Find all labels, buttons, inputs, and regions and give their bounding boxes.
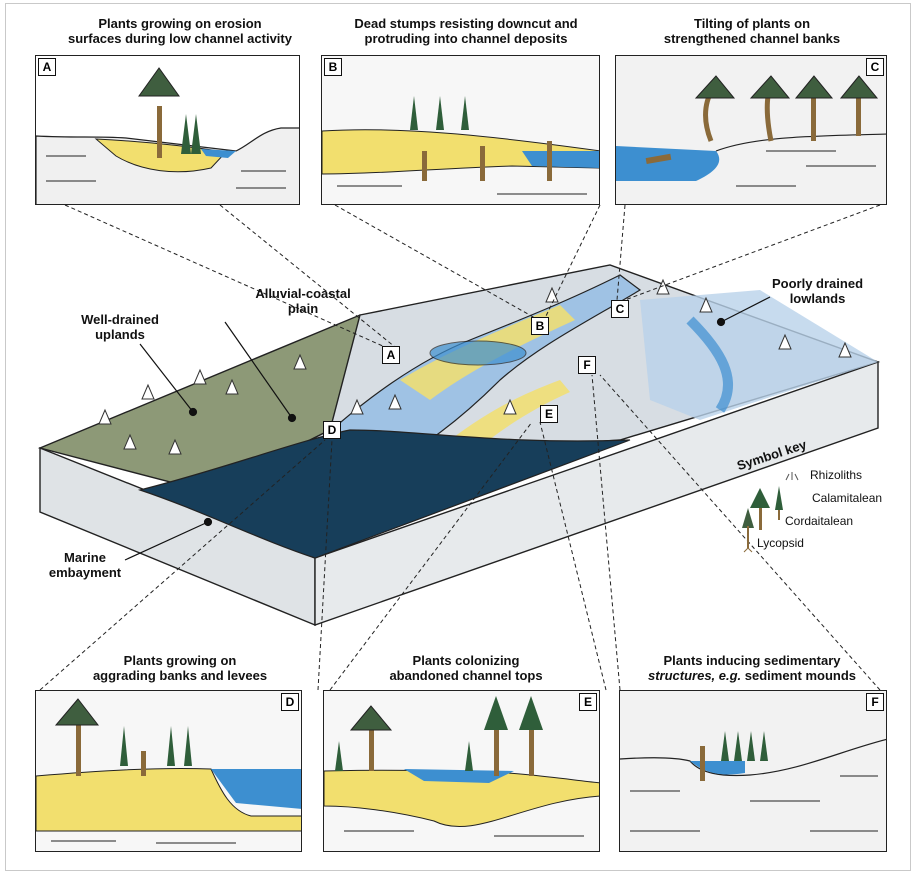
symbol-key-cordaitalean: Cordaitalean	[785, 514, 854, 528]
panel-e-title: Plants colonizing abandoned channel tops	[331, 653, 601, 683]
panel-f-title: Plants inducing sedimentary structures, …	[612, 653, 892, 683]
marine-line1: Marine	[64, 550, 106, 565]
poorly-drained-lowlands-label: Poorly drained lowlands	[755, 276, 880, 306]
panel-e: E	[323, 690, 600, 852]
panel-d-title-line1: Plants growing on	[123, 653, 237, 668]
alluvial-line1: Alluvial-coastal	[255, 286, 351, 301]
panel-a-title-line2: surfaces during low channel activity	[68, 31, 292, 46]
alluvial-line2: plain	[287, 301, 319, 316]
map-tag-d: D	[323, 421, 341, 439]
map-tag-c: C	[611, 300, 629, 318]
channel-sand-2	[450, 380, 570, 455]
panel-f: F	[619, 690, 887, 852]
panel-c: C	[615, 55, 887, 205]
uplands-line2: uplands	[95, 327, 145, 342]
panel-c-tag: C	[866, 58, 884, 76]
figure-frame	[5, 3, 911, 871]
panel-b: B	[321, 55, 600, 205]
panel-b-title-line1: Dead stumps resisting downcut and	[354, 16, 578, 31]
panel-a-title-line1: Plants growing on erosion	[98, 16, 262, 31]
lowlands-tint	[640, 290, 878, 420]
lowlands-line2: lowlands	[789, 291, 846, 306]
symbol-key-calamitalean: Calamitalean	[812, 491, 883, 505]
rhizolith-icon	[785, 472, 799, 481]
panel-d-title: Plants growing on aggrading banks and le…	[45, 653, 315, 683]
panel-e-title-line2: abandoned channel tops	[389, 668, 543, 683]
symbol-key-rhizoliths: Rhizoliths	[810, 468, 863, 482]
block-right-face	[314, 361, 879, 626]
connector-lines	[39, 204, 881, 691]
oxbow-lake	[429, 340, 527, 366]
panel-a-title: Plants growing on erosion surfaces durin…	[45, 16, 315, 46]
marine-embayment	[137, 429, 631, 559]
panel-d: D	[35, 690, 302, 852]
panel-a-tag: A	[38, 58, 56, 76]
calamitalean-icon	[775, 486, 783, 520]
lowland-channel	[686, 316, 734, 413]
symbol-key-lycopsid: Lycopsid	[757, 536, 804, 550]
panel-d-tag: D	[281, 693, 299, 711]
label-pointers	[124, 296, 771, 561]
panel-e-title-line1: Plants colonizing	[412, 653, 520, 668]
alluvial-coastal-plain-label: Alluvial-coastal plain	[238, 286, 368, 316]
lowlands-line1: Poorly drained	[771, 276, 864, 291]
panel-f-title-line1: Plants inducing sedimentary	[663, 653, 841, 668]
panel-b-tag: B	[324, 58, 342, 76]
symbol-key-glyphs	[742, 472, 799, 553]
well-drained-uplands-label: Well-drained uplands	[60, 312, 180, 342]
map-trees	[98, 278, 852, 455]
map-tag-f: F	[578, 356, 596, 374]
panel-c-title-line1: Tilting of plants on	[693, 16, 811, 31]
panel-a: A	[35, 55, 300, 205]
cordaitalean-icon	[750, 488, 770, 530]
panel-e-tag: E	[579, 693, 597, 711]
panel-f-title-line2: structures, e.g. sediment mounds	[612, 668, 892, 683]
panel-b-title-line2: protruding into channel deposits	[364, 31, 568, 46]
lycopsid-icon	[742, 508, 754, 553]
marine-line2: embayment	[48, 565, 122, 580]
panel-f-tag: F	[866, 693, 884, 711]
uplands-line1: Well-drained	[81, 312, 159, 327]
panel-d-title-line2: aggrading banks and levees	[92, 668, 268, 683]
map-tag-a: A	[382, 346, 400, 364]
panel-b-title: Dead stumps resisting downcut and protru…	[331, 16, 601, 46]
panel-c-title: Tilting of plants on strengthened channe…	[617, 16, 887, 46]
map-tag-e: E	[540, 405, 558, 423]
panel-f-title-em: structures, e.g.	[647, 668, 742, 683]
panel-c-title-line2: strengthened channel banks	[663, 31, 841, 46]
map-tag-b: B	[531, 317, 549, 335]
panel-f-title-rest: sediment mounds	[741, 668, 857, 683]
marine-embayment-label: Marine embayment	[40, 550, 130, 580]
